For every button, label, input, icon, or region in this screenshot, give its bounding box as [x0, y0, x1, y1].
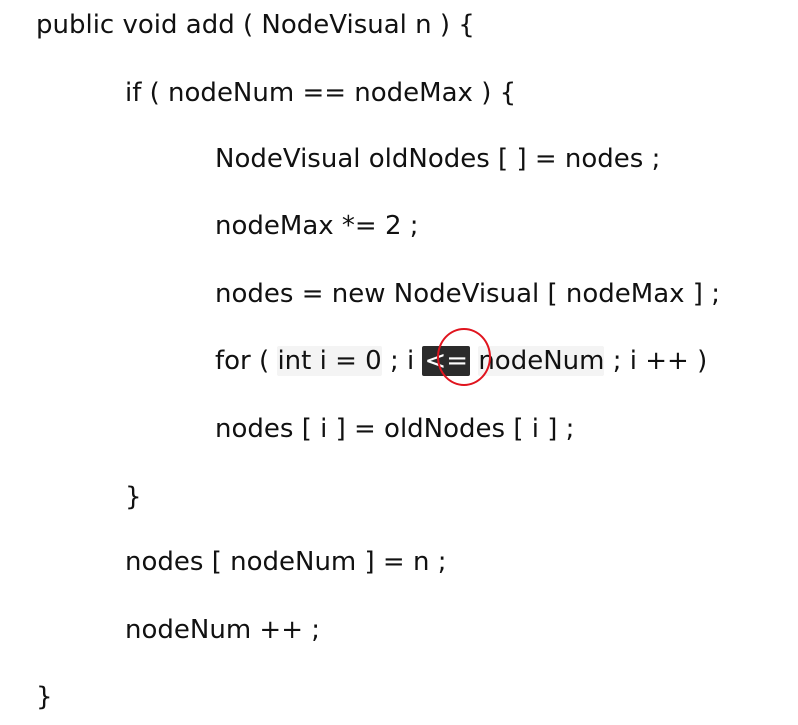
code-line-7: nodes [ i ] = oldNodes [ i ] ; [215, 414, 575, 444]
code-line-2: if ( nodeNum == nodeMax ) { [125, 78, 517, 108]
code-line-6: for ( int i = 0 ; i <= nodeNum ; i ++ ) [215, 341, 707, 381]
code-line-3: NodeVisual oldNodes [ ] = nodes ; [215, 144, 661, 174]
code-line-9: nodes [ nodeNum ] = n ; [125, 547, 447, 577]
code-line-5: nodes = new NodeVisual [ nodeMax ] ; [215, 279, 720, 309]
highlight-nodeNum[interactable]: nodeNum [478, 346, 605, 376]
code-line-10: nodeNum ++ ; [125, 615, 320, 645]
code-line-1: public void add ( NodeVisual n ) { [36, 10, 475, 40]
for-suffix: ; i ++ ) [604, 346, 708, 376]
code-line-4: nodeMax *= 2 ; [215, 211, 419, 241]
code-line-11: } [36, 682, 53, 712]
for-keyword: for ( [215, 346, 278, 376]
code-line-8: } [125, 482, 142, 512]
selected-operator-token[interactable]: <= [422, 346, 471, 376]
highlight-int-i-0[interactable]: int i = 0 [277, 346, 382, 376]
semicolon-i: ; i [381, 346, 423, 376]
